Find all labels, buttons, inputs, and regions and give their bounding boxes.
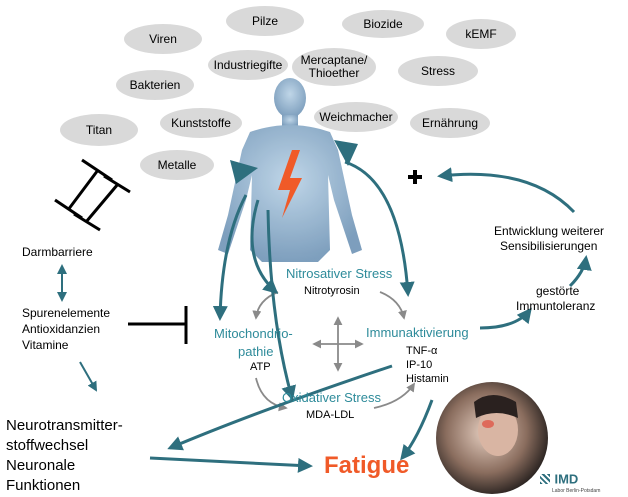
darmbarriere-label: Darmbarriere bbox=[22, 245, 93, 259]
sensib-label-2: Sensibilisierungen bbox=[500, 239, 598, 253]
woman-headache-photo-icon bbox=[436, 382, 548, 494]
stressor-kunststoffe: Kunststoffe bbox=[160, 108, 242, 138]
stressor-viren: Viren bbox=[124, 24, 202, 54]
oxid-title: Oxidativer Stress bbox=[282, 390, 381, 405]
mito-sub: ATP bbox=[250, 361, 271, 373]
antioxidanzien-label: Antioxidanzien bbox=[22, 322, 101, 336]
sensib-label-1: Entwicklung weiterer bbox=[494, 224, 605, 238]
neurotransmitter-label: Neurotransmitter- bbox=[6, 417, 123, 434]
stressor-metalle: Metalle bbox=[140, 150, 214, 180]
mito-title-2: pathie bbox=[238, 344, 274, 359]
body-arrows bbox=[149, 160, 592, 473]
neuronale-label: Neuronale bbox=[6, 457, 76, 474]
toleranz-label-2: Immuntoleranz bbox=[516, 299, 596, 313]
toleranz-label-1: gestörte bbox=[536, 284, 580, 298]
thick-arrowheads bbox=[230, 140, 358, 184]
imd-logo-name: IMD bbox=[554, 471, 579, 487]
stressor-kemf: kEMF bbox=[446, 19, 516, 49]
spurenelemente-label: Spurenelemente bbox=[22, 306, 111, 320]
lightning-icon bbox=[278, 150, 302, 218]
plus-icon bbox=[408, 170, 422, 184]
immun-sub-tnf: TNF-α bbox=[406, 345, 438, 357]
stressor-stress: Stress bbox=[398, 56, 478, 86]
stoffwechsel-label: stoffwechsel bbox=[6, 437, 89, 454]
stressor-industriegifte: Industriegifte bbox=[208, 50, 288, 80]
immun-sub-histamin: Histamin bbox=[406, 373, 449, 385]
stressor-titan: Titan bbox=[60, 114, 138, 146]
nitro-sub: Nitrotyrosin bbox=[304, 285, 360, 297]
immun-title: Immunaktivierung bbox=[366, 325, 469, 340]
mito-title-1: Mitochondrio- bbox=[214, 326, 293, 341]
imd-logo: IMD Labor Berlin-Potsdam bbox=[540, 470, 600, 494]
oxid-sub: MDA-LDL bbox=[306, 409, 355, 421]
funktionen-label: Funktionen bbox=[6, 477, 81, 494]
stressor-biozide: Biozide bbox=[342, 10, 424, 38]
stressor-bakterien: Bakterien bbox=[116, 70, 194, 100]
imd-logo-sub: Labor Berlin-Potsdam bbox=[552, 488, 601, 494]
vitamine-label: Vitamine bbox=[22, 338, 69, 352]
imd-logo-icon bbox=[540, 473, 550, 484]
left-double-arrows bbox=[57, 264, 97, 392]
fatigue-label: Fatigue bbox=[324, 452, 410, 479]
nitro-title: Nitrosativer Stress bbox=[286, 266, 393, 281]
immun-sub-ip10: IP-10 bbox=[406, 359, 433, 371]
stressor-mercaptane: Mercaptane/ Thioether bbox=[292, 48, 376, 86]
stressor-ernaehrung: Ernährung bbox=[410, 108, 490, 138]
stressor-pilze: Pilze bbox=[226, 6, 304, 36]
stressor-weichmacher: Weichmacher bbox=[314, 102, 398, 132]
inhibition-bars bbox=[54, 158, 188, 344]
